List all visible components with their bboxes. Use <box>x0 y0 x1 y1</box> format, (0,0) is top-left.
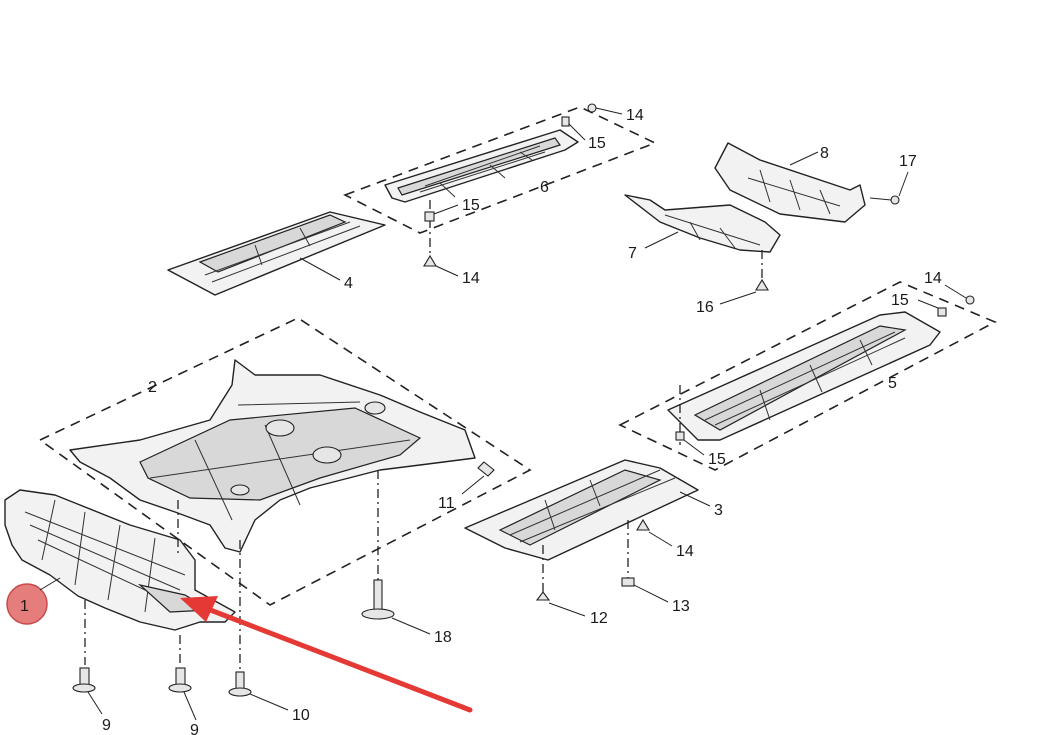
callout-16: 16 <box>696 299 714 316</box>
group-outline-2 <box>38 317 532 606</box>
callout-14-lower: 14 <box>676 543 694 560</box>
callout-14-right: 14 <box>924 270 942 287</box>
part-7-rear-panel <box>624 194 781 253</box>
callout-5: 5 <box>888 375 897 392</box>
callout-15-mid: 15 <box>462 197 480 214</box>
fastener-15-bottom <box>424 204 459 222</box>
callout-8: 8 <box>820 145 829 162</box>
marker-label-1: 1 <box>20 598 29 615</box>
callout-13: 13 <box>672 598 690 615</box>
fastener-14-mid <box>423 254 459 277</box>
fastener-9-right <box>168 667 197 721</box>
fastener-15-right <box>917 299 947 317</box>
fastener-14-lower <box>636 518 673 547</box>
group-outline-5 <box>618 281 997 471</box>
callout-9-left: 9 <box>102 717 111 734</box>
part-2-underbody-shield <box>69 359 476 553</box>
callout-9-right: 9 <box>190 722 199 735</box>
callout-15-top: 15 <box>588 135 606 152</box>
leader-1 <box>39 577 61 591</box>
callout-15-right: 15 <box>891 292 909 309</box>
callout-17: 17 <box>899 153 917 170</box>
callout-4: 4 <box>344 275 353 292</box>
fastener-16 <box>719 278 769 305</box>
group-outline-6 <box>343 106 658 234</box>
fastener-10 <box>228 671 289 711</box>
callout-12: 12 <box>590 610 608 627</box>
red-arrow-icon <box>180 596 473 713</box>
callout-14-mid: 14 <box>462 270 480 287</box>
part-8-rear-shield <box>714 142 866 223</box>
fastener-18 <box>361 579 431 635</box>
fastener-9-left <box>72 667 103 715</box>
callout-15-lower-right: 15 <box>708 451 726 468</box>
part-3-center-shield <box>464 459 711 561</box>
callout-18: 18 <box>434 629 452 646</box>
fastener-11 <box>461 461 495 495</box>
highlight-marker-1: 1 <box>6 583 48 625</box>
callout-7: 7 <box>628 245 637 262</box>
fastener-13 <box>621 577 669 603</box>
callout-2: 2 <box>148 379 157 396</box>
callout-6: 6 <box>540 179 549 196</box>
callout-10: 10 <box>292 707 310 724</box>
part-5-side-shield <box>667 311 941 441</box>
fastener-14-top <box>587 103 623 115</box>
callout-3: 3 <box>714 502 723 519</box>
part-4-center-shield <box>167 211 386 296</box>
fastener-15-lower-right <box>675 431 705 456</box>
fastener-12 <box>535 591 586 617</box>
callout-14-top: 14 <box>626 107 644 124</box>
fastener-15-top <box>561 116 586 141</box>
fastener-17 <box>869 171 909 205</box>
callout-11: 11 <box>438 495 455 512</box>
part-6-side-shield <box>384 129 579 203</box>
fastener-14-right <box>944 284 975 305</box>
